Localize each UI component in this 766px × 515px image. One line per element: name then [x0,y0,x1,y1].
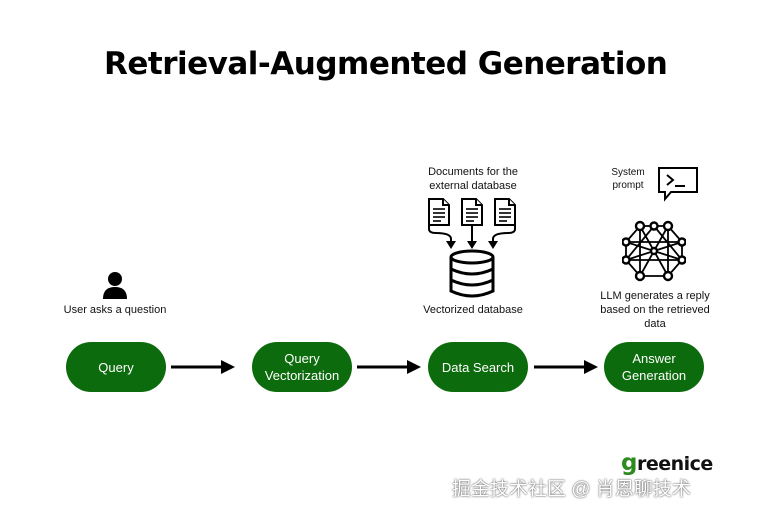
arrow-right-icon [534,360,598,374]
document-icon [494,198,516,226]
data-search-step: Data Search [428,342,528,392]
vectorization-step: Query Vectorization [252,342,352,392]
system-prompt-line2: prompt [612,180,644,191]
user-icon [103,272,127,299]
document-icon [461,198,483,226]
answer-step-line2: Generation [621,368,687,383]
arrow-right-icon [357,360,421,374]
query-step-label: Query [98,359,134,375]
data-search-step-label: Data Search [441,359,515,375]
llm-caption-line1: LLM generates a reply [600,290,710,302]
answer-step: Answer Generation [604,342,704,392]
database-icon [449,249,495,298]
query-caption: User asks a question [63,304,167,316]
llm-caption: LLM generates a reply based on the retri… [585,289,725,331]
neural-network-icon [622,220,686,282]
database-caption: Vectorized database [423,304,523,316]
page-title: Retrieval-Augmented Generation [104,46,668,82]
system-prompt-line1: System [611,167,645,178]
logo-text: reenice [636,453,713,475]
documents-caption: Documents for the external database [408,165,538,193]
vectorization-step-line2: Vectorization [264,368,340,383]
documents-caption-line1: Documents for the [428,166,518,178]
document-icon [428,198,450,226]
llm-caption-line2: based on the retrieved [600,304,710,316]
arrow-right-icon [171,360,235,374]
system-prompt-caption: System prompt [598,166,658,192]
answer-step-line1: Answer [632,351,676,366]
query-step: Query [66,342,166,392]
logo-letter-g: g [621,450,637,476]
documents-caption-line2: external database [429,180,517,192]
documents-to-database-graphic [428,198,516,298]
watermark: 掘金技术社区 @ 肖恩聊技术 [452,479,691,500]
terminal-icon [658,167,698,202]
llm-caption-line3: data [644,318,666,330]
greenice-logo: greenice [621,450,713,476]
vectorization-step-line1: Query [284,351,320,366]
